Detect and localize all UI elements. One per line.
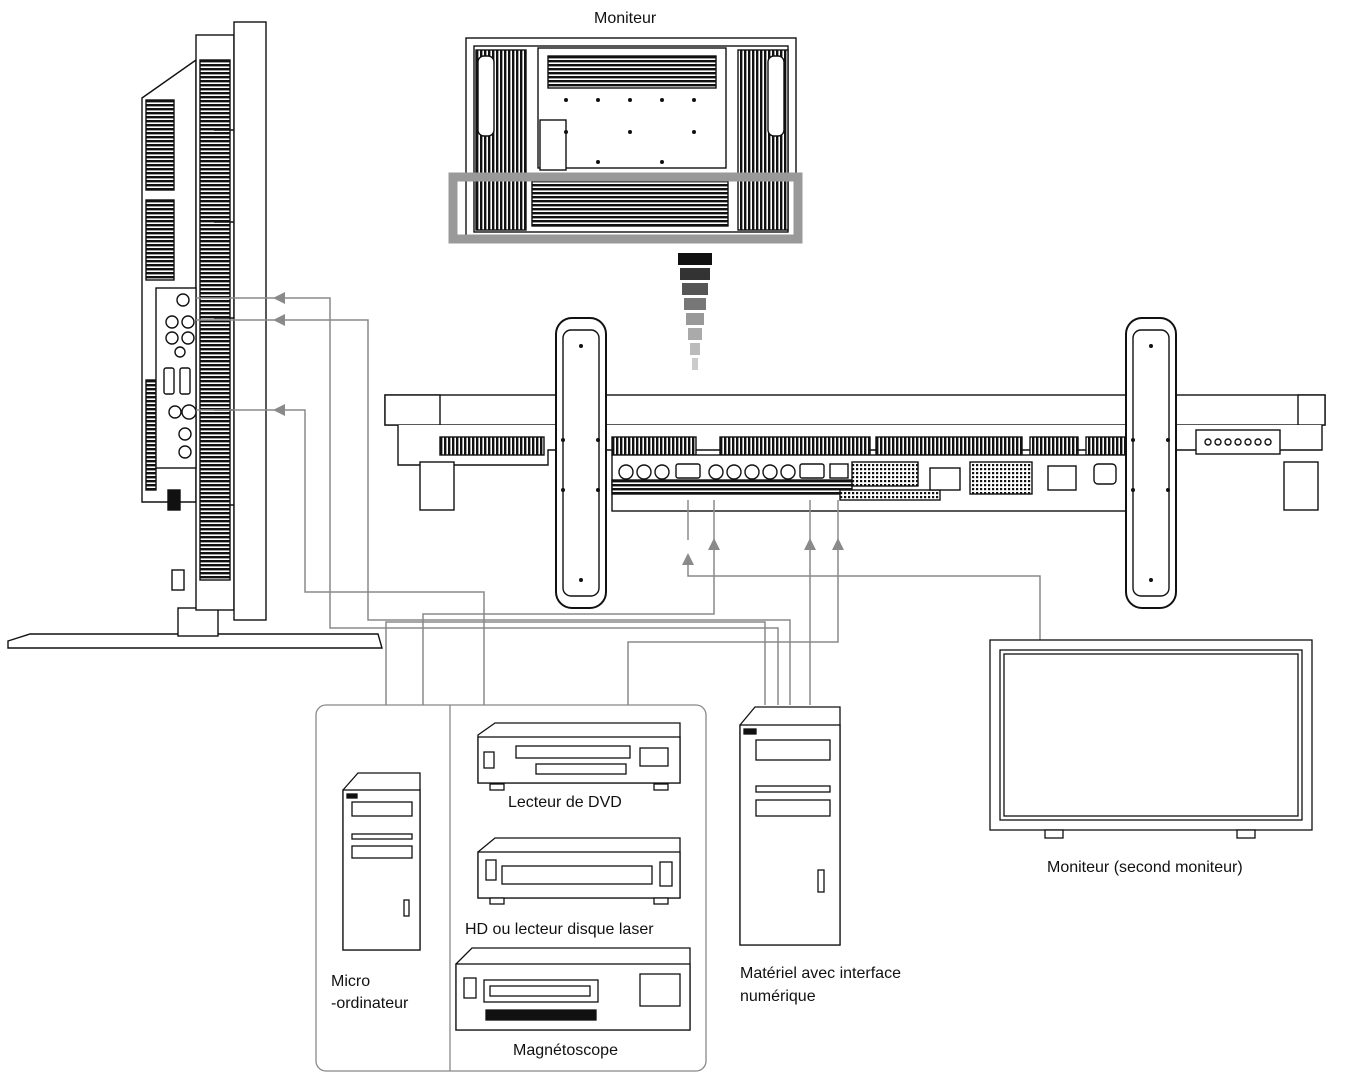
monitor-rear-view-icon xyxy=(465,37,797,241)
second-monitor-icon xyxy=(989,639,1313,839)
label-micro-line1: Micro xyxy=(331,973,371,990)
dvd-player-icon xyxy=(477,722,681,791)
label-dvd-player: Lecteur de DVD xyxy=(508,794,622,811)
label-vcr: Magnétoscope xyxy=(513,1042,618,1059)
laserdisc-player-icon xyxy=(477,837,681,905)
terminal-highlight-frame xyxy=(448,172,803,244)
digital-device-tower-icon xyxy=(739,706,841,946)
label-digital-line1: Matériel avec interface xyxy=(740,965,901,982)
label-hd-laser: HD ou lecteur disque laser xyxy=(465,921,654,938)
vcr-icon xyxy=(455,947,691,1031)
connection-cables xyxy=(196,292,1041,705)
tower-computer-icon xyxy=(342,772,421,951)
monitor-side-view-icon xyxy=(7,21,383,649)
label-monitor-top: Moniteur xyxy=(594,10,657,27)
monitor-terminal-panel-icon xyxy=(384,317,1326,609)
zoom-indicator-icon xyxy=(678,253,712,370)
label-micro-line2: -ordinateur xyxy=(331,995,409,1012)
label-digital-line2: numérique xyxy=(740,988,816,1005)
source-devices-box xyxy=(315,704,707,1072)
label-second-monitor: Moniteur (second moniteur) xyxy=(1047,859,1243,876)
